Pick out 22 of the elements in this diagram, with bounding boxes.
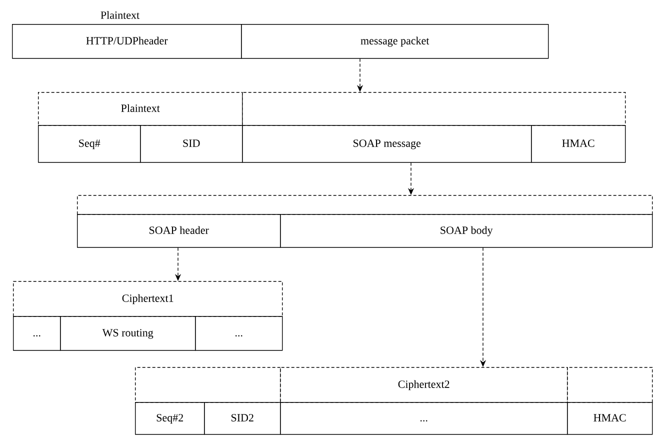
empty-cell — [242, 92, 626, 126]
empty-cell — [77, 195, 653, 215]
field-cell: SID2 — [204, 402, 281, 435]
field-cell: Seq#2 — [135, 402, 205, 435]
header-cell: Ciphertext1 — [13, 281, 283, 317]
field-cell: ... — [280, 402, 568, 435]
field-cell: Seq# — [38, 125, 141, 163]
field-cell: HMAC — [531, 125, 626, 163]
empty-cell — [135, 366, 281, 403]
field-cell: SID — [140, 125, 243, 163]
field-cell: HTTP/UDPheader — [12, 24, 242, 59]
field-cell: SOAP body — [280, 214, 653, 248]
field-cell: SOAP header — [77, 214, 281, 248]
header-cell: Plaintext — [38, 92, 243, 126]
header-cell: Ciphertext2 — [280, 366, 568, 403]
field-cell: ... — [13, 316, 61, 351]
field-cell: SOAP message — [242, 125, 532, 163]
field-cell: message packet — [241, 24, 549, 59]
empty-cell — [567, 366, 653, 403]
field-cell: HMAC — [567, 402, 653, 435]
field-cell: WS routing — [60, 316, 196, 351]
field-cell: ... — [195, 316, 283, 351]
